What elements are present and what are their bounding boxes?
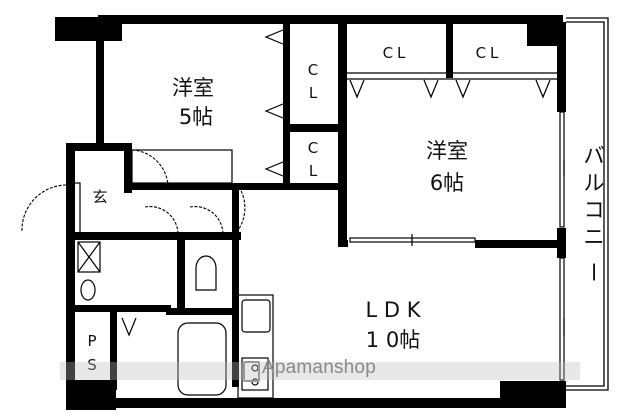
stove (241, 357, 269, 391)
door-swings (21, 149, 246, 236)
kitchen-sink (241, 299, 271, 333)
ldk-size: 1 0帖 (366, 328, 420, 352)
balcony-char-1: バ (584, 144, 605, 168)
closet-label-top-2: CL (476, 44, 503, 62)
closet-label-mid-c: C (308, 139, 318, 157)
balcony-char-3: コ (584, 198, 605, 222)
entrance-label: 玄 (92, 188, 107, 206)
room-name-5: 洋室 (172, 76, 214, 100)
openings (73, 61, 565, 381)
closet-label-mid-l: L (309, 162, 318, 180)
balcony-char-2: ル (584, 171, 605, 195)
balcony-char-4: ニ (584, 225, 605, 249)
fixtures (77, 241, 274, 399)
balcony-char-5: ー (581, 262, 605, 283)
bathtub (177, 322, 227, 396)
ps-label-p: P (87, 332, 96, 350)
room-size-6: 6帖 (430, 171, 464, 195)
ps-label-s: S (87, 356, 97, 374)
basin (80, 279, 96, 301)
watermark-band (60, 362, 580, 380)
closet-label-left-c: C (308, 61, 318, 79)
balcony (566, 17, 609, 391)
watermark-text: Apamanshop (262, 357, 376, 378)
closet-label-top-1: CL (383, 44, 410, 62)
toilet-icon (195, 255, 217, 291)
washer-pan (77, 241, 101, 273)
walls (55, 15, 566, 410)
ldk-name: L D K (366, 298, 422, 322)
room-size-5: 5帖 (179, 105, 213, 129)
room-name-6: 洋室 (426, 139, 468, 163)
closet-label-left-l: L (309, 84, 318, 102)
watermark-logo-icon (243, 361, 260, 382)
closet-door-marks (121, 29, 557, 337)
